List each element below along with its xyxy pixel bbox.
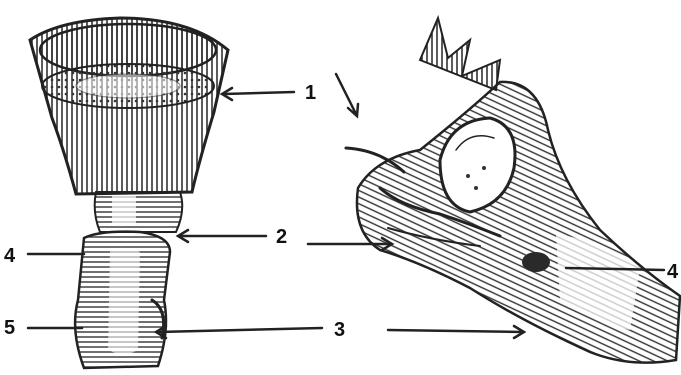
right-specimen-drawing: [346, 18, 680, 363]
leader-3-right: [388, 330, 522, 332]
label-4-right: 4: [667, 261, 679, 283]
label-2: 2: [276, 226, 287, 248]
leader-3: [158, 328, 322, 332]
leader-1-right: [336, 74, 356, 114]
leader-1: [224, 92, 294, 94]
left-specimen-drawing: [30, 18, 228, 368]
label-4-left: 4: [4, 245, 16, 267]
label-3: 3: [334, 319, 345, 341]
label-5: 5: [4, 317, 15, 339]
label-1: 1: [305, 82, 316, 104]
